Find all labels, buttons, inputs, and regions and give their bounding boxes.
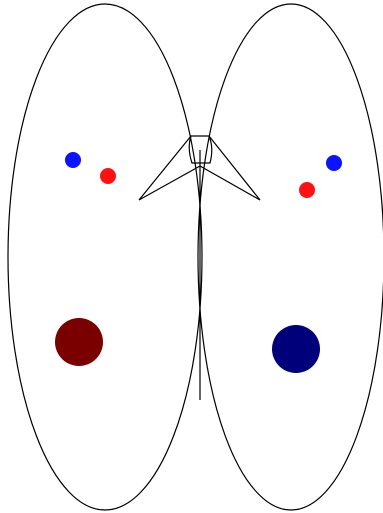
right-lobe-outline [198, 4, 383, 510]
left-lobe-outline [8, 4, 202, 510]
small-red-dot-left [100, 168, 116, 184]
large-maroon-circle [55, 318, 103, 366]
small-red-dot-right [299, 182, 315, 198]
right-wing [200, 136, 260, 200]
small-blue-dot-right [326, 155, 342, 171]
small-blue-dot-left [65, 152, 81, 168]
large-navy-circle [272, 325, 320, 373]
left-wing [139, 136, 200, 200]
